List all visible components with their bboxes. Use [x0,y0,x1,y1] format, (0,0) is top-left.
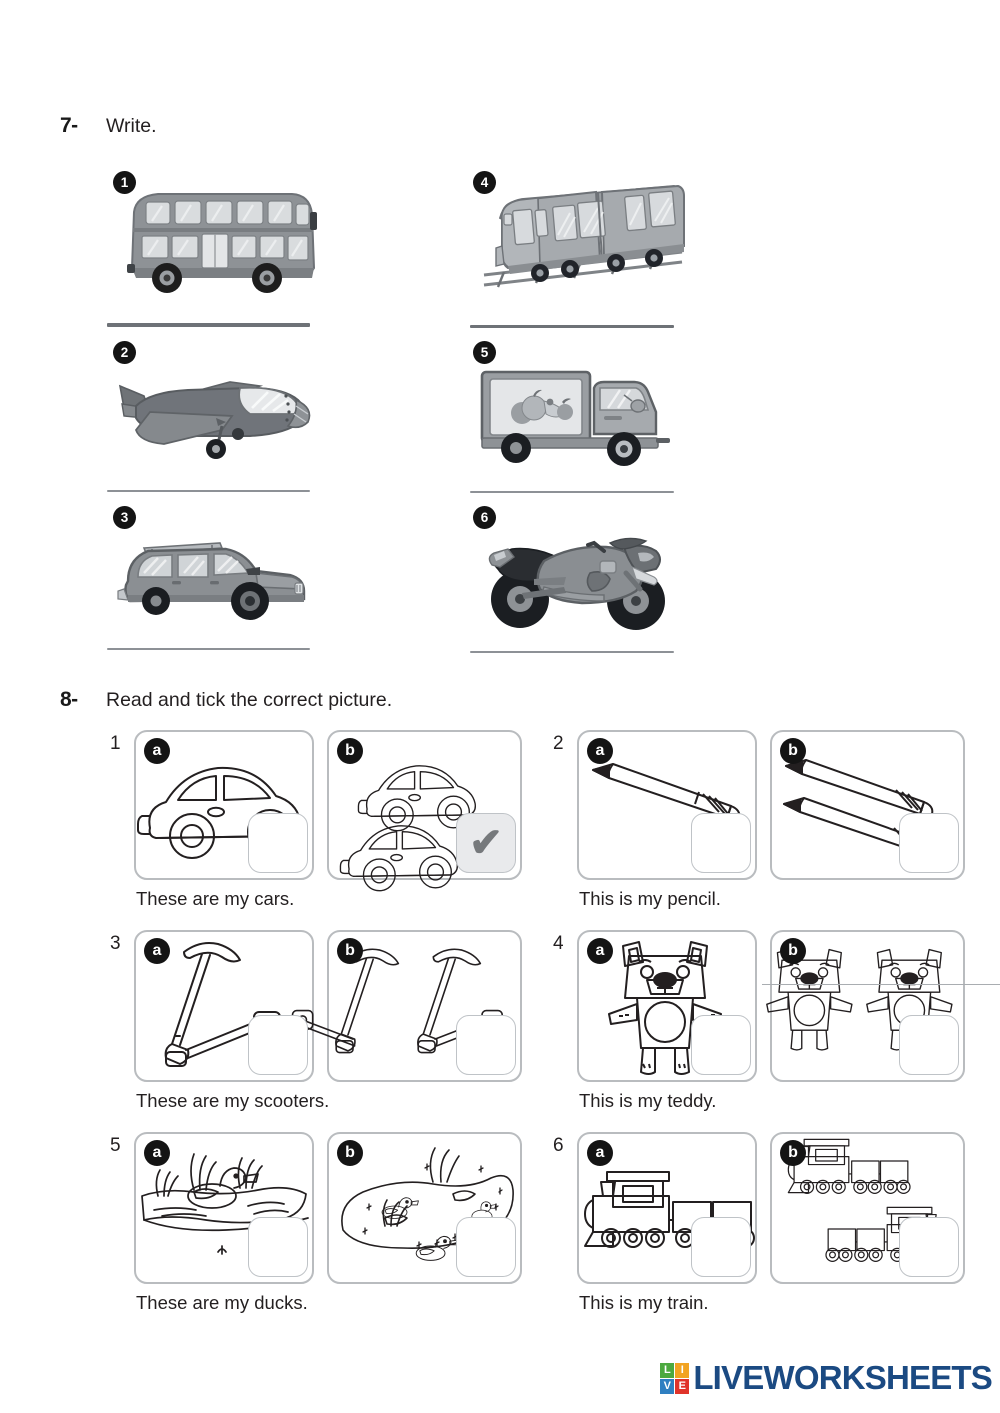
option-badge-b: b [780,1140,806,1166]
exercise-8-title: Read and tick the correct picture. [106,689,393,711]
logo-tile-i: I [675,1362,690,1378]
car-illustration [114,523,314,623]
stray-annotation-line [762,984,1000,986]
answer-checkbox-1a[interactable] [248,813,308,873]
question-5-option-a[interactable]: a [134,1132,314,1284]
vehicle-item-5: 5 [470,338,700,498]
answer-checkbox-2b[interactable] [899,813,959,873]
answer-checkbox-5b[interactable] [456,1217,516,1277]
answer-line-2[interactable] [107,490,310,492]
exercise-7: 7- Write. 1 [0,0,1000,680]
answer-checkbox-1b[interactable]: ✔ [456,813,516,873]
vehicle-item-2: 2 [110,338,340,498]
two-cars-drawing [339,765,476,892]
item-badge-4: 4 [473,171,496,194]
question-3-caption: These are my scooters. [136,1090,330,1111]
option-badge-a: a [587,1140,613,1166]
answer-checkbox-6b[interactable] [899,1217,959,1277]
one-pencil-drawing [592,763,741,822]
question-4-option-a[interactable]: a [577,930,757,1082]
logo-tiles: L I V E [660,1362,690,1394]
question-2-number: 2 [553,733,564,754]
answer-checkbox-4a[interactable] [691,1015,751,1075]
vehicle-item-4: 4 [470,168,700,338]
vehicle-item-6: 6 [470,503,705,663]
logo-tile-v: V [660,1378,675,1394]
question-6-number: 6 [553,1135,564,1156]
motorcycle-illustration [478,521,688,636]
question-6-option-b[interactable]: b [770,1132,965,1284]
answer-line-4[interactable] [470,325,674,328]
train-illustration [478,180,688,295]
item-badge-5: 5 [473,341,496,364]
item-badge-3: 3 [113,506,136,529]
option-badge-b: b [337,938,363,964]
answer-line-6[interactable] [470,651,674,653]
option-badge-b: b [780,738,806,764]
question-5-number: 5 [110,1135,121,1156]
question-1-option-a[interactable]: a [134,730,314,880]
answer-checkbox-3b[interactable] [456,1015,516,1075]
truck-illustration [478,364,678,474]
option-badge-b: b [780,938,806,964]
question-2-option-b[interactable]: b [770,730,965,880]
question-3-number: 3 [110,933,121,954]
question-1-caption: These are my cars. [136,888,295,909]
answer-line-3[interactable] [107,648,310,650]
footer: L I V E LIVEWORKSHEETS [0,1345,1000,1405]
option-badge-a: a [587,738,613,764]
question-3-option-a[interactable]: a [134,930,314,1082]
item-badge-6: 6 [473,506,496,529]
option-badge-a: a [144,1140,170,1166]
tick-icon: ✔ [469,821,503,865]
vehicle-item-3: 3 [110,503,340,663]
item-badge-1: 1 [113,171,136,194]
question-1-option-b[interactable]: b [327,730,522,892]
answer-checkbox-2a[interactable] [691,813,751,873]
option-badge-a: a [144,738,170,764]
bus-illustration [124,182,329,297]
question-6-option-a[interactable]: a [577,1132,757,1284]
one-teddy-drawing [608,941,722,1075]
answer-checkbox-3a[interactable] [248,1015,308,1075]
question-6-caption: This is my train. [579,1292,709,1313]
option-badge-b: b [337,738,363,764]
question-1-number: 1 [110,733,121,754]
answer-checkbox-5a[interactable] [248,1217,308,1277]
logo-tile-e: E [675,1378,690,1394]
question-2-option-a[interactable]: a [577,730,757,880]
exercise-7-title: Write. [106,115,157,137]
question-4-caption: This is my teddy. [579,1090,717,1111]
item-badge-2: 2 [113,341,136,364]
exercise-8-number: 8- [60,688,78,711]
vehicle-item-1: 1 [110,168,340,338]
exercise-7-heading: 7- Write. [60,114,157,138]
answer-checkbox-6a[interactable] [691,1217,751,1277]
option-badge-a: a [587,938,613,964]
logo-tile-l: L [660,1362,675,1378]
question-5-caption: These are my ducks. [136,1292,308,1313]
many-ducks-pond-drawing [341,1147,514,1261]
option-badge-a: a [144,938,170,964]
two-trains-drawing [787,1138,949,1262]
answer-checkbox-4b[interactable] [899,1015,959,1075]
question-5-option-b[interactable]: b [327,1132,522,1284]
question-3-option-b[interactable]: b [291,930,522,1082]
answer-line-1[interactable] [107,323,310,327]
option-badge-b: b [337,1140,363,1166]
exercise-7-number: 7- [60,114,78,137]
answer-line-5[interactable] [470,491,674,493]
airplane-illustration [110,356,325,466]
question-4-option-b[interactable]: b [762,930,1000,1082]
question-2-caption: This is my pencil. [579,888,721,909]
exercise-8-heading: 8- Read and tick the correct picture. [60,688,392,712]
question-4-number: 4 [553,933,564,954]
logo-wordmark: LIVEWORKSHEETS [693,1359,992,1396]
liveworksheets-logo[interactable]: L I V E LIVEWORKSHEETS [660,1359,993,1397]
